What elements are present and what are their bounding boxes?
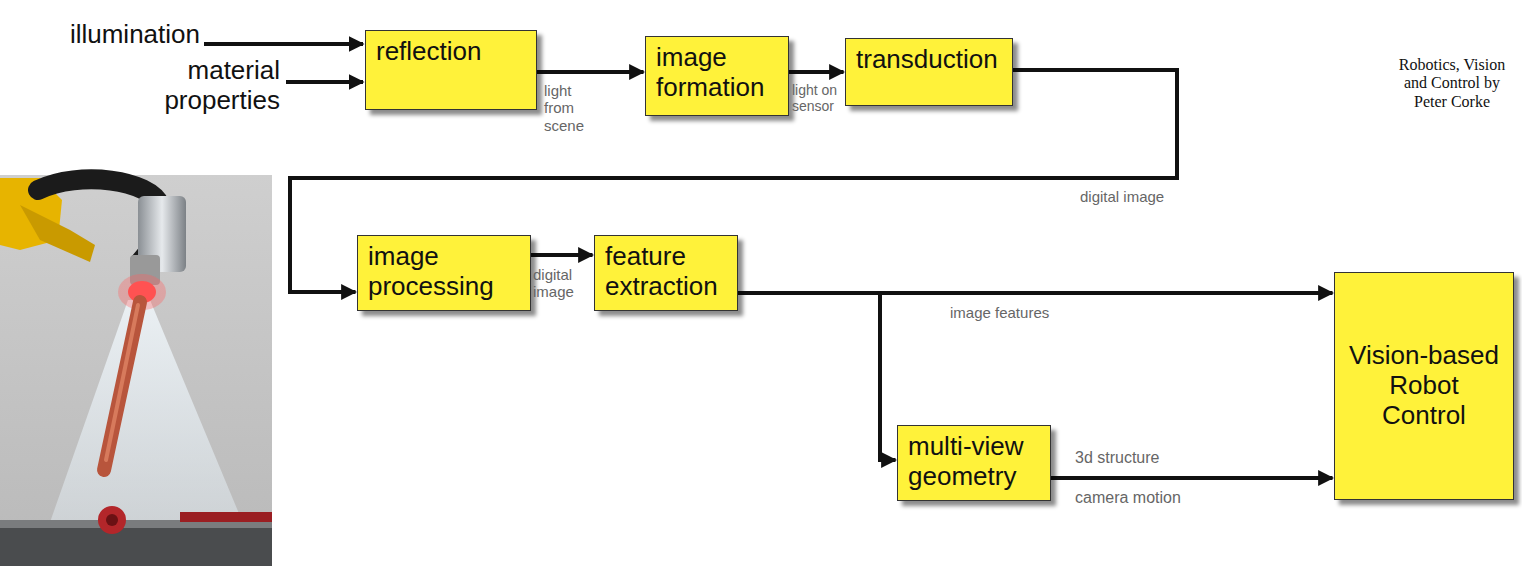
flow-arrow [531, 253, 593, 257]
input-arrow [286, 80, 363, 84]
edge-label: 3d structure camera motion [1075, 438, 1200, 518]
flow-arrow [537, 70, 644, 74]
input-arrow [204, 42, 363, 46]
box-text: multi-view geometry [908, 432, 1040, 492]
edge-label: digital image [1080, 188, 1220, 205]
flow-arrow [789, 70, 844, 74]
edge-label: light from scene [544, 82, 596, 134]
input-label: illumination [40, 20, 200, 50]
edge-label: light on sensor [792, 82, 842, 114]
input-label: material properties [60, 56, 280, 116]
edge-label: digital image [533, 266, 591, 301]
process-box: image formation [645, 36, 789, 116]
box-text: image processing [368, 242, 520, 302]
box-text: image formation [656, 43, 778, 103]
box-text: Vision-based Robot Control [1345, 341, 1503, 431]
box-text: reflection [376, 37, 482, 67]
flow-arrow [738, 293, 896, 460]
process-box: multi-view geometry [897, 425, 1051, 501]
process-box: transduction [845, 38, 1013, 106]
process-box: reflection [365, 30, 537, 110]
process-box: image processing [357, 235, 531, 311]
box-text: feature extraction [605, 242, 727, 302]
box-text: transduction [856, 45, 998, 75]
process-box: feature extraction [594, 235, 738, 311]
edge-label: image features [950, 304, 1110, 321]
process-box: Vision-based Robot Control [1334, 272, 1514, 500]
flow-arrow [1051, 476, 1333, 480]
credit-note: Robotics, Vision and Control by Peter Co… [1388, 56, 1516, 111]
